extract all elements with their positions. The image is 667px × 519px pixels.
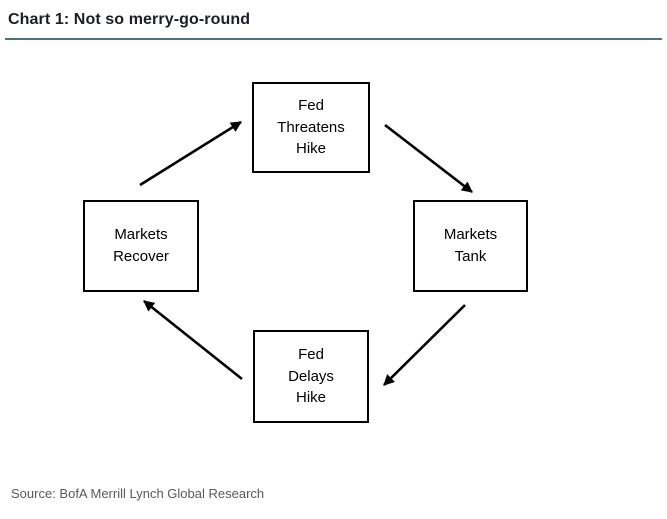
node-markets-recover: Markets Recover [83, 200, 199, 292]
node-markets-tank: Markets Tank [413, 200, 528, 292]
arrow-delays-to-recover-icon [143, 299, 243, 381]
source-attribution: Source: BofA Merrill Lynch Global Resear… [11, 486, 265, 501]
arrow-recover-to-threatens-icon [139, 120, 242, 187]
chart-title: Chart 1: Not so merry-go-round [8, 11, 251, 28]
title-underline [5, 38, 662, 40]
node-fed-threatens-hike: Fed Threatens Hike [252, 82, 370, 173]
arrow-tank-to-delays-icon [383, 304, 466, 386]
node-fed-delays-hike: Fed Delays Hike [253, 330, 369, 423]
arrow-threatens-to-tank-icon [384, 123, 473, 194]
